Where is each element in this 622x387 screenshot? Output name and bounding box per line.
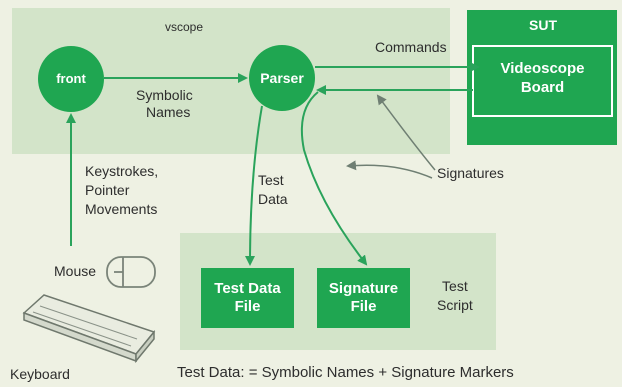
- test-script-line1: Test: [442, 278, 468, 294]
- names-line: Names: [146, 104, 191, 120]
- test-line: Test: [258, 172, 284, 188]
- signature-file-label: Signature File: [317, 280, 410, 316]
- videoscope-board-box: [472, 45, 613, 117]
- mouse-icon: [106, 256, 156, 288]
- videoscope-line: Videoscope: [500, 60, 585, 77]
- data-line: Data: [258, 191, 288, 207]
- pointer-line: Pointer: [85, 182, 130, 198]
- signature-file-arrow: [300, 91, 368, 266]
- symbolic-line: Symbolic: [136, 87, 193, 103]
- keystrokes-label: Keystrokes, Pointer Movements: [85, 162, 158, 219]
- vscope-label: vscope: [165, 20, 204, 34]
- test-data-file-line2: File: [234, 298, 261, 315]
- mouse-label: Mouse: [54, 263, 97, 279]
- test-data-label: Test Data: [258, 171, 288, 209]
- movements-line: Movements: [85, 201, 158, 217]
- front-circle: [38, 46, 104, 112]
- test-data-file-line1: Test Data: [214, 280, 281, 297]
- signature-file-line1: Signature: [328, 280, 399, 297]
- parser-label: Parser: [260, 70, 304, 86]
- signature-file-box: [317, 268, 410, 328]
- test-data-arrow: [245, 105, 263, 266]
- footer-equation: Test Data: = Symbolic Names + Signature …: [177, 364, 514, 381]
- keyboard-label: Keyboard: [10, 366, 70, 382]
- signature-file-line2: File: [350, 298, 377, 315]
- commands-label: Commands: [375, 39, 447, 55]
- test-data-file-box: [201, 268, 294, 328]
- symbolic-names-label: Symbolic Names: [136, 87, 193, 121]
- keystrokes-line: Keystrokes,: [85, 163, 159, 179]
- test-script-line2: Script: [437, 297, 473, 313]
- signatures-pointer-left: [346, 160, 433, 179]
- keyboard-icon: [22, 294, 156, 364]
- front-label: front: [56, 71, 86, 86]
- signatures-label: Signatures: [437, 165, 504, 181]
- videoscope-board-label: Videoscope Board: [475, 59, 610, 97]
- test-data-file-label: Test Data File: [201, 280, 294, 316]
- board-line: Board: [520, 79, 565, 96]
- parser-circle: [249, 45, 315, 111]
- signatures-pointer-up: [376, 94, 436, 171]
- test-script-label: Test Script: [437, 277, 473, 315]
- sut-label: SUT: [529, 17, 557, 33]
